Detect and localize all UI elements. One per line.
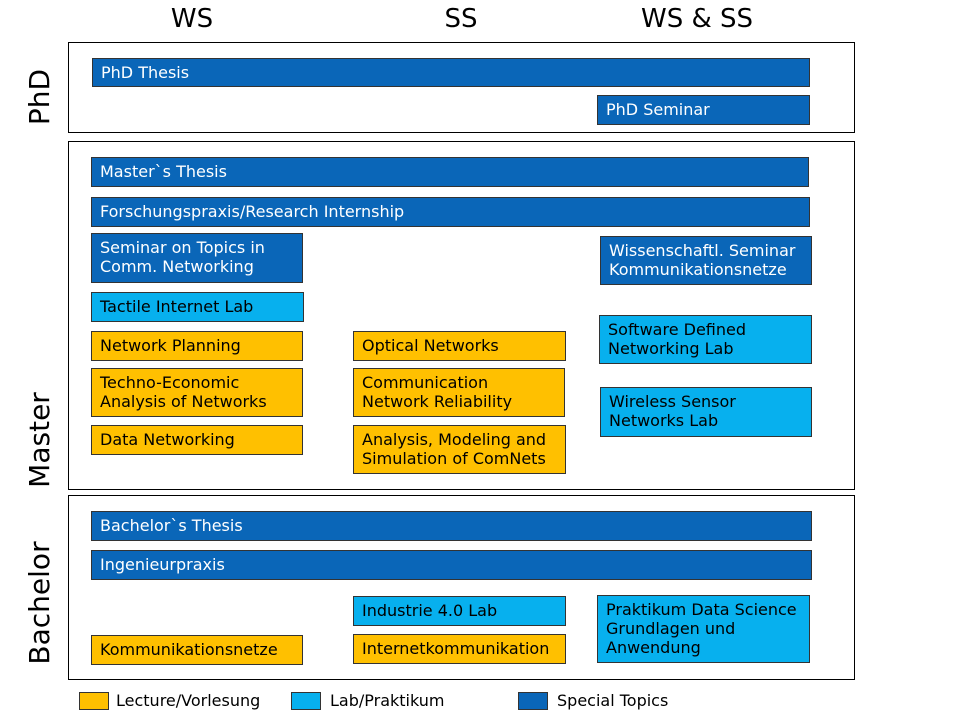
network-planning-box: Network Planning bbox=[91, 331, 303, 361]
wsn-lab-box: Wireless Sensor Networks Lab bbox=[600, 387, 812, 437]
master-thesis-box: Master`s Thesis bbox=[91, 157, 809, 187]
seminar-topics-box: Seminar on Topics in Comm. Networking bbox=[91, 233, 303, 283]
phd-section-label: PhD bbox=[23, 68, 56, 126]
techno-economic-box: Techno-Economic Analysis of Networks bbox=[91, 368, 303, 417]
legend-special-swatch bbox=[518, 692, 548, 710]
column-header-ws: WS bbox=[170, 4, 214, 34]
ingenieurpraxis-box: Ingenieurpraxis bbox=[91, 550, 812, 580]
optical-networks-box: Optical Networks bbox=[353, 331, 566, 361]
comm-reliability-box: Communication Network Reliability bbox=[353, 368, 565, 417]
tactile-internet-lab-box: Tactile Internet Lab bbox=[91, 292, 304, 322]
wiss-seminar-box: Wissenschaftl. Seminar Kommunikationsnet… bbox=[600, 236, 812, 285]
kommunikationsnetze-box: Kommunikationsnetze bbox=[91, 635, 303, 665]
legend-lecture-label: Lecture/Vorlesung bbox=[116, 691, 261, 710]
phd-thesis-box: PhD Thesis bbox=[92, 58, 810, 87]
data-networking-box: Data Networking bbox=[91, 425, 303, 455]
sdn-lab-box: Software Defined Networking Lab bbox=[599, 315, 812, 364]
praktikum-data-science-box: Praktikum Data Science Grundlagen und An… bbox=[597, 595, 810, 663]
legend-lab-swatch bbox=[291, 692, 321, 710]
bachelor-section-label: Bachelor bbox=[23, 541, 56, 665]
research-internship-box: Forschungspraxis/Research Internship bbox=[91, 197, 810, 227]
legend-special-label: Special Topics bbox=[557, 691, 669, 710]
analysis-modeling-box: Analysis, Modeling and Simulation of Com… bbox=[353, 425, 566, 474]
legend-lecture-swatch bbox=[79, 692, 109, 710]
industrie-lab-box: Industrie 4.0 Lab bbox=[353, 596, 566, 626]
internetkommunikation-box: Internetkommunikation bbox=[353, 634, 566, 664]
phd-seminar-box: PhD Seminar bbox=[597, 95, 810, 125]
column-header-ws-ss: WS & SS bbox=[640, 4, 754, 34]
legend-lab-label: Lab/Praktikum bbox=[330, 691, 445, 710]
column-header-ss: SS bbox=[444, 4, 478, 34]
bachelor-thesis-box: Bachelor`s Thesis bbox=[91, 511, 812, 541]
master-section-label: Master bbox=[23, 392, 56, 488]
